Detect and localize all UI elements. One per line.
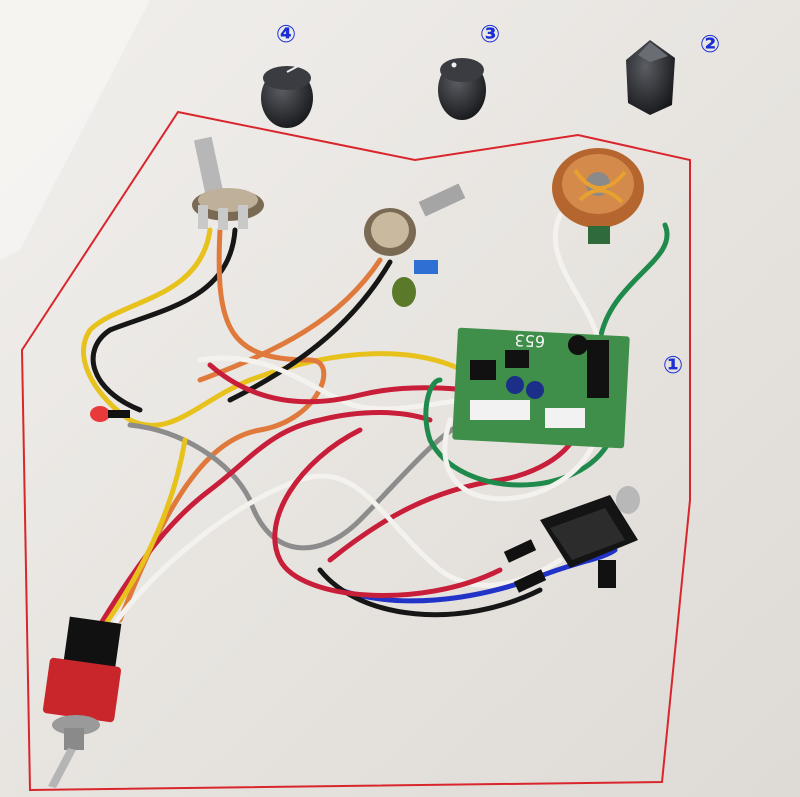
label-2: ② <box>700 30 720 58</box>
label-1: ① <box>663 351 683 379</box>
knob-4 <box>261 64 313 128</box>
outline-region-1 <box>20 110 691 792</box>
rotary-switch <box>552 148 644 244</box>
label-4: ④ <box>276 20 296 48</box>
output-jack <box>503 486 640 593</box>
wires <box>81 212 670 633</box>
led-indicator <box>90 406 130 422</box>
mini-toggle-switch <box>42 616 122 788</box>
foam-fold <box>0 0 150 260</box>
knob-2 <box>626 40 675 115</box>
preamp-board: 653 <box>452 327 630 449</box>
potentiometer-middle <box>364 183 466 307</box>
board-marking: 653 <box>514 330 545 351</box>
potentiometer-left <box>192 136 264 230</box>
knob-3 <box>438 58 486 120</box>
label-3: ③ <box>480 20 500 48</box>
